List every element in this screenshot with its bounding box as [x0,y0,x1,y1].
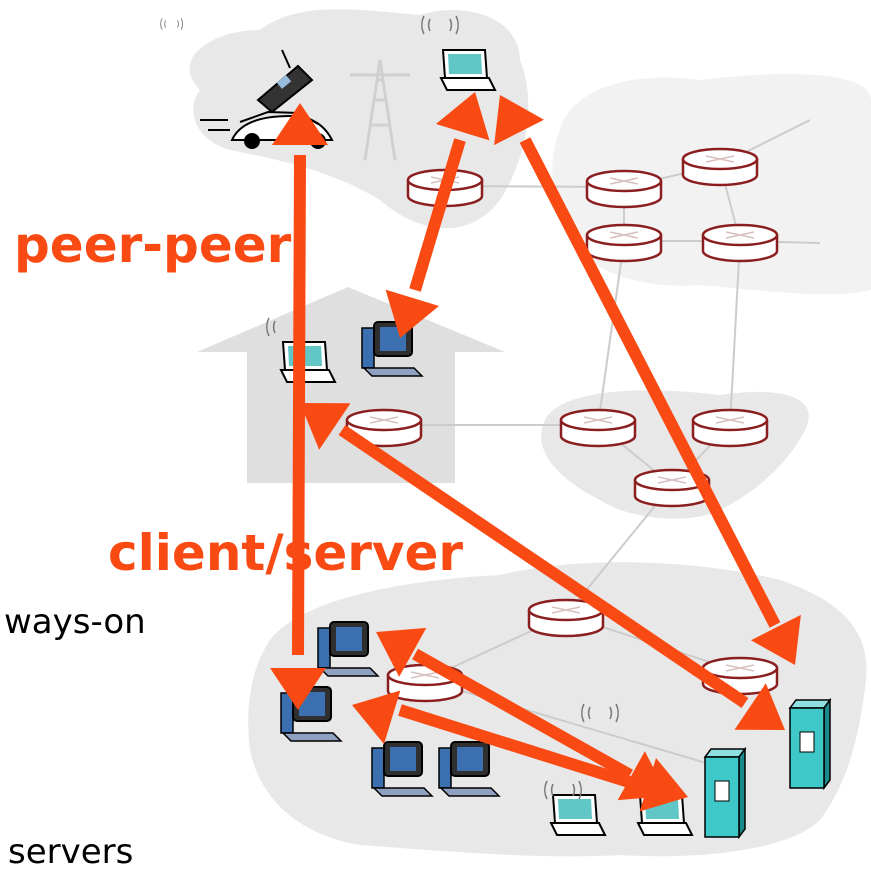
cell-phone-icon [256,49,314,114]
home-network-house [197,287,505,483]
router-2 [585,169,663,209]
client-server-label: client/server [108,524,464,582]
router-3 [681,147,759,187]
router-7 [559,408,637,448]
router-8 [691,408,769,448]
desktop-home [361,321,423,377]
cell-tower-icon [350,59,410,161]
router-5 [701,223,779,263]
desktop-enterprise-3 [371,741,433,797]
desktop-enterprise-1 [317,621,379,677]
desktop-enterprise-4 [438,741,500,797]
communication-arrows [292,137,781,794]
server-2 [789,699,831,789]
peer-peer-label: peer-peer [14,216,292,274]
server-1 [704,748,746,838]
router-4 [585,223,663,263]
phone-signal-icon [160,18,183,30]
servers-text: servers [8,832,134,872]
always-on-text: ways-on [4,602,146,642]
